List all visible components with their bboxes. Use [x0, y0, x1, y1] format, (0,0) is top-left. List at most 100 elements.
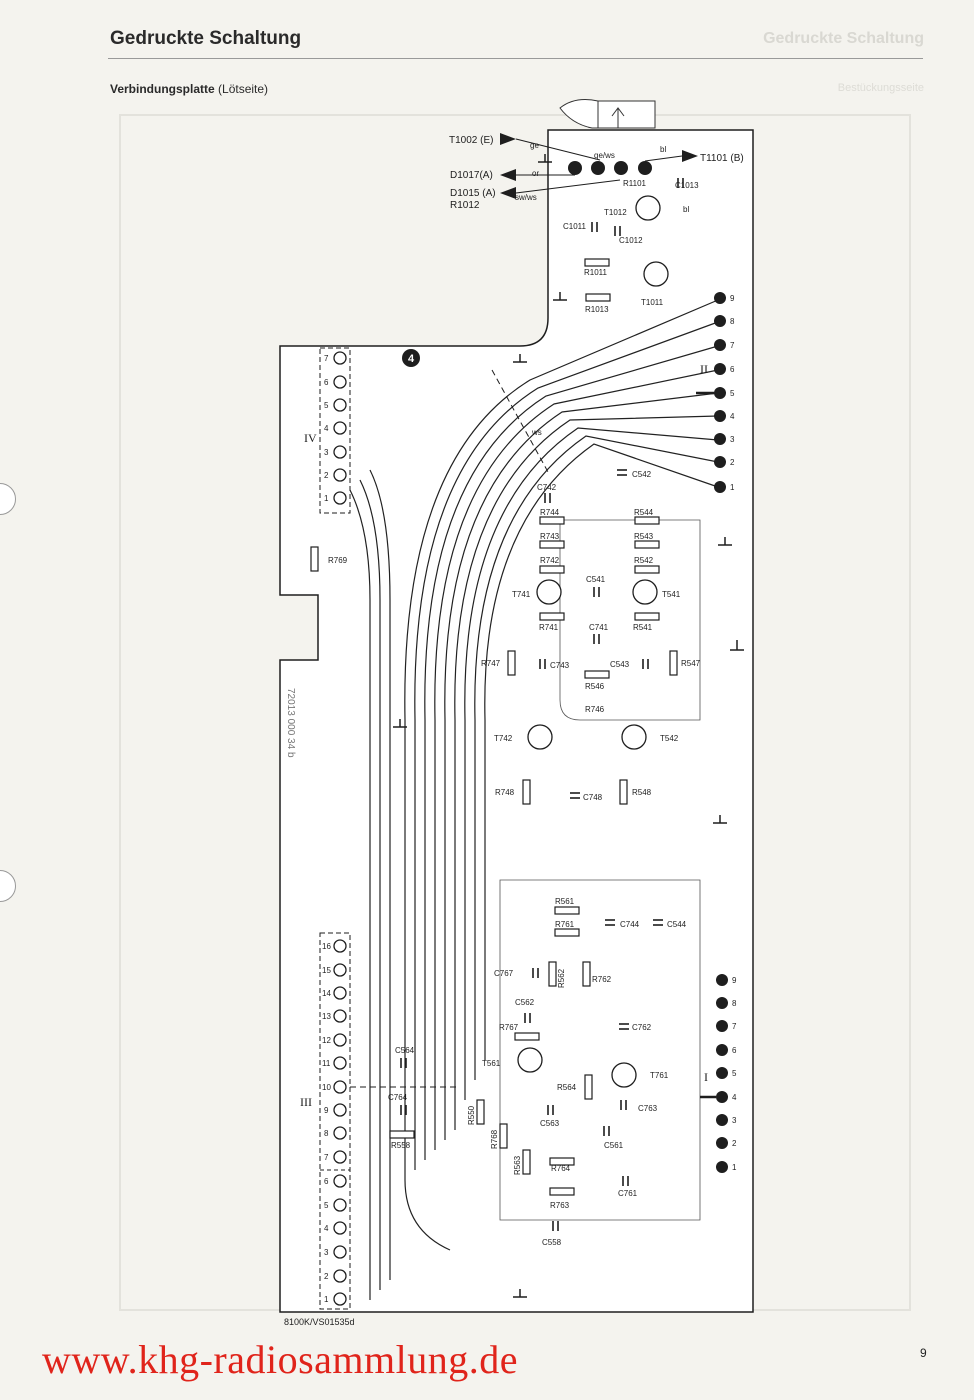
- wire-gews: ge/ws: [594, 151, 615, 160]
- ghost-subtitle: Bestückungsseite: [837, 82, 924, 94]
- label-c748: C748: [583, 793, 603, 802]
- label-c744: C744: [620, 920, 640, 929]
- board-outline: [279, 129, 754, 1313]
- label-c1011: C1011: [563, 222, 587, 231]
- pin-iv-4: 4: [324, 424, 329, 433]
- label-d1017: D1017(A): [450, 170, 493, 181]
- label-t761: T761: [650, 1071, 669, 1080]
- pin-ii-1: 1: [730, 483, 735, 492]
- label-t1011: T1011: [641, 298, 664, 307]
- connector-iii-box: [319, 932, 351, 1310]
- label-c564: C564: [395, 1046, 415, 1055]
- label-r741: R741: [539, 623, 559, 632]
- label-r744: R744: [540, 508, 560, 517]
- connector-i-pin-labels: 9 8 7 6 5 4 3 2 1: [732, 976, 737, 1172]
- t761-symbol: [611, 1062, 637, 1088]
- wire-bl: bl: [660, 145, 666, 154]
- label-r743: R743: [540, 532, 560, 541]
- page-subtitle: Verbindungsplatte (Lötseite): [110, 82, 268, 96]
- pin-iv-3: 3: [324, 448, 329, 457]
- pin-i-6: 6: [732, 1046, 737, 1055]
- connector-iii-pads: [333, 939, 347, 1306]
- label-r548: R548: [632, 788, 652, 797]
- board-number: 4: [408, 353, 415, 365]
- label-r747: R747: [481, 659, 501, 668]
- pin-i-4: 4: [732, 1093, 737, 1102]
- pin-iii-1: 1: [324, 1295, 329, 1304]
- label-r761: R761: [555, 920, 575, 929]
- pin-iii-8: 8: [324, 1129, 329, 1138]
- pin-iv-7: 7: [324, 354, 329, 363]
- label-c767: C767: [494, 969, 514, 978]
- pin-ii-4: 4: [730, 412, 735, 421]
- label-t1002: T1002 (E): [449, 135, 493, 146]
- pin-iii-7: 7: [324, 1153, 329, 1162]
- capacitor-symbols: [400, 178, 684, 1231]
- label-c764: C764: [388, 1093, 408, 1102]
- connector-ii-label: II: [700, 362, 708, 376]
- pin-ii-5: 5: [730, 389, 735, 398]
- connector-ii-pin-labels: 9 8 7 6 5 4 3 2 1: [730, 294, 735, 492]
- connector-iii-pin-labels: 16 15 14 13 12 11 10 9 8 7 6 5 4 3 2 1: [322, 942, 331, 1304]
- label-r564: R564: [557, 1083, 577, 1092]
- t742-symbol: [527, 724, 553, 750]
- label-t1101: T1101 (B): [700, 153, 744, 164]
- label-c543: C543: [610, 660, 630, 669]
- label-t542: T542: [660, 734, 679, 743]
- label-r541: R541: [633, 623, 653, 632]
- pin-iii-16: 16: [322, 942, 331, 951]
- arrow-t1101: [682, 150, 698, 162]
- top-pads: [568, 161, 652, 175]
- pin-iii-6: 6: [324, 1177, 329, 1186]
- t741-symbol: [536, 579, 562, 605]
- trace-bus-left: [349, 469, 486, 1300]
- ground-plane: [499, 519, 701, 1221]
- label-r1012: R1012: [450, 200, 480, 211]
- label-r563: R563: [513, 1155, 522, 1175]
- pin-iii-3: 3: [324, 1248, 329, 1257]
- wire-bl-2: bl: [683, 205, 689, 214]
- label-c563: C563: [540, 1119, 560, 1128]
- connector-iv-pads: [333, 351, 347, 505]
- pin-iii-9: 9: [324, 1106, 329, 1115]
- pin-ii-9: 9: [730, 294, 735, 303]
- label-t561: T561: [482, 1059, 501, 1068]
- label-r746: R746: [585, 705, 605, 714]
- arrow-d1017: [500, 169, 516, 181]
- wire-ge: ge: [530, 141, 539, 150]
- arrow-t1002: [500, 133, 516, 145]
- label-c762: C762: [632, 1023, 652, 1032]
- label-r542: R542: [634, 556, 654, 565]
- pin-iv-6: 6: [324, 378, 329, 387]
- pin-i-8: 8: [732, 999, 737, 1008]
- label-r1011: R1011: [584, 268, 608, 277]
- t561-symbol: [517, 1047, 543, 1073]
- label-r742: R742: [540, 556, 560, 565]
- label-r1101: R1101: [623, 179, 647, 188]
- pin-i-1: 1: [732, 1163, 737, 1172]
- label-r748: R748: [495, 788, 515, 797]
- wire-swws: sw/ws: [515, 193, 537, 202]
- pin-iii-11: 11: [322, 1059, 331, 1068]
- pin-i-2: 2: [732, 1139, 737, 1148]
- label-r764: R764: [551, 1164, 571, 1173]
- watermark: www.khg-radiosammlung.de: [42, 1337, 518, 1382]
- label-r561: R561: [555, 897, 575, 906]
- label-r546: R546: [585, 682, 605, 691]
- hand-pointer-icon: [559, 99, 656, 129]
- connector-iv-label: IV: [304, 431, 317, 445]
- label-d1015: D1015 (A): [450, 188, 496, 199]
- connector-iii-label: III: [300, 1095, 312, 1109]
- component-labels: C1013 R1101 T1012 C1011 C1012 R1011 R101…: [328, 179, 701, 1247]
- pin-i-9: 9: [732, 976, 737, 985]
- pin-ii-3: 3: [730, 435, 735, 444]
- t541-symbol: [632, 579, 658, 605]
- page-title: Gedruckte Schaltung: [110, 28, 302, 49]
- pin-iii-10: 10: [322, 1083, 331, 1092]
- connector-i-pads: [716, 974, 728, 1173]
- label-r1013: R1013: [585, 305, 609, 314]
- board-number-badge: [402, 349, 420, 367]
- trace-bus-top: [404, 299, 719, 721]
- label-r562: R562: [557, 968, 566, 988]
